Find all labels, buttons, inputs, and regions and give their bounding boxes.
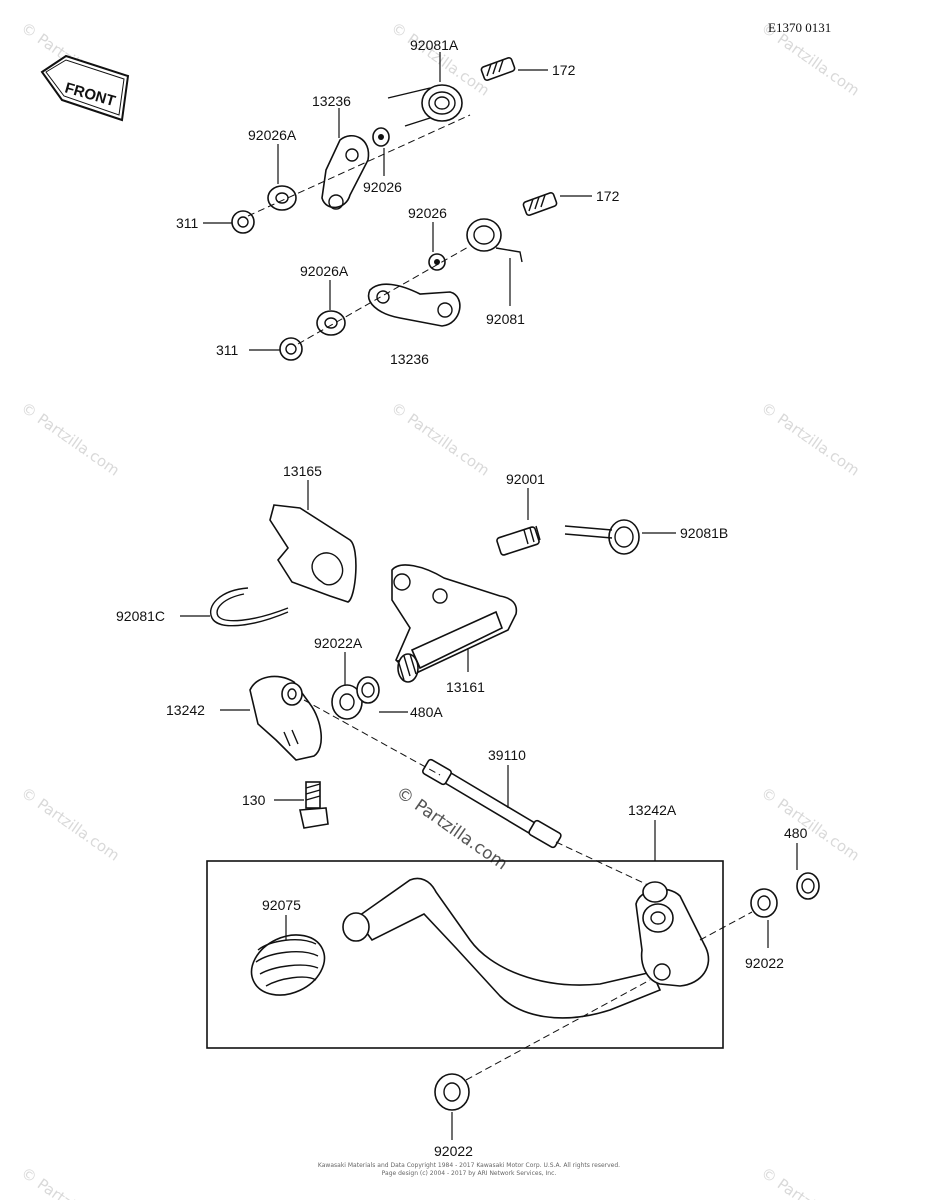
- watermark: © Partzilla.com: [18, 1164, 123, 1200]
- upper-arm-assembly-1: [231, 56, 516, 234]
- part-label-92026A: 92026A: [300, 263, 349, 279]
- part-label-92022A: 92022A: [314, 635, 363, 651]
- part-label-92026A: 92026A: [248, 127, 297, 143]
- part-label-13242A: 13242A: [628, 802, 677, 818]
- part-label-480: 480: [784, 825, 808, 841]
- shift-pedal-assembly: [250, 872, 820, 1111]
- part-label-311: 311: [176, 215, 199, 231]
- part-label-92081B: 92081B: [680, 525, 728, 541]
- leader-lines: [180, 52, 798, 1140]
- part-label-13236: 13236: [390, 351, 429, 367]
- watermark: © Partzilla.com: [18, 399, 123, 480]
- watermark: © Partzilla.com: [388, 399, 493, 480]
- part-label-13236: 13236: [312, 93, 351, 109]
- part-label-172: 172: [552, 62, 576, 78]
- watermark: © Partzilla.com: [758, 399, 863, 480]
- part-label-13242: 13242: [166, 702, 205, 718]
- part-label-92022: 92022: [745, 955, 784, 971]
- part-labels: 92081A 172 13236 92026A 92026 311 172 92…: [116, 37, 808, 1159]
- upper-arm-assembly-2: [279, 191, 558, 361]
- part-label-311: 311: [216, 342, 239, 358]
- assembly-box: [206, 860, 724, 1049]
- shift-shaft-assembly: [209, 504, 649, 886]
- part-label-13161: 13161: [446, 679, 485, 695]
- front-arrow-icon: FRONT: [40, 54, 130, 122]
- part-label-92026: 92026: [408, 205, 447, 221]
- part-label-92081C: 92081C: [116, 608, 165, 624]
- part-label-92081: 92081: [486, 311, 525, 327]
- copyright-line: Kawasaki Materials and Data Copyright 19…: [318, 1162, 620, 1169]
- diagram-code: E1370 0131: [768, 20, 831, 35]
- watermark: © Partzilla.com: [18, 784, 123, 865]
- watermark: © Partzilla.com: [758, 784, 863, 865]
- part-label-39110: 39110: [488, 747, 526, 763]
- part-label-480A: 480A: [410, 704, 443, 720]
- part-label-172: 172: [596, 188, 620, 204]
- part-label-92001: 92001: [506, 471, 545, 487]
- part-label-130: 130: [242, 792, 266, 808]
- copyright-line: Page design (c) 2004 - 2017 by ARI Netwo…: [382, 1170, 557, 1177]
- part-label-13165: 13165: [283, 463, 322, 479]
- watermark: © Partzilla.com: [758, 1164, 863, 1200]
- part-label-92081A: 92081A: [410, 37, 459, 53]
- part-label-92022: 92022: [434, 1143, 473, 1159]
- part-label-92075: 92075: [262, 897, 301, 913]
- part-label-92026: 92026: [363, 179, 402, 195]
